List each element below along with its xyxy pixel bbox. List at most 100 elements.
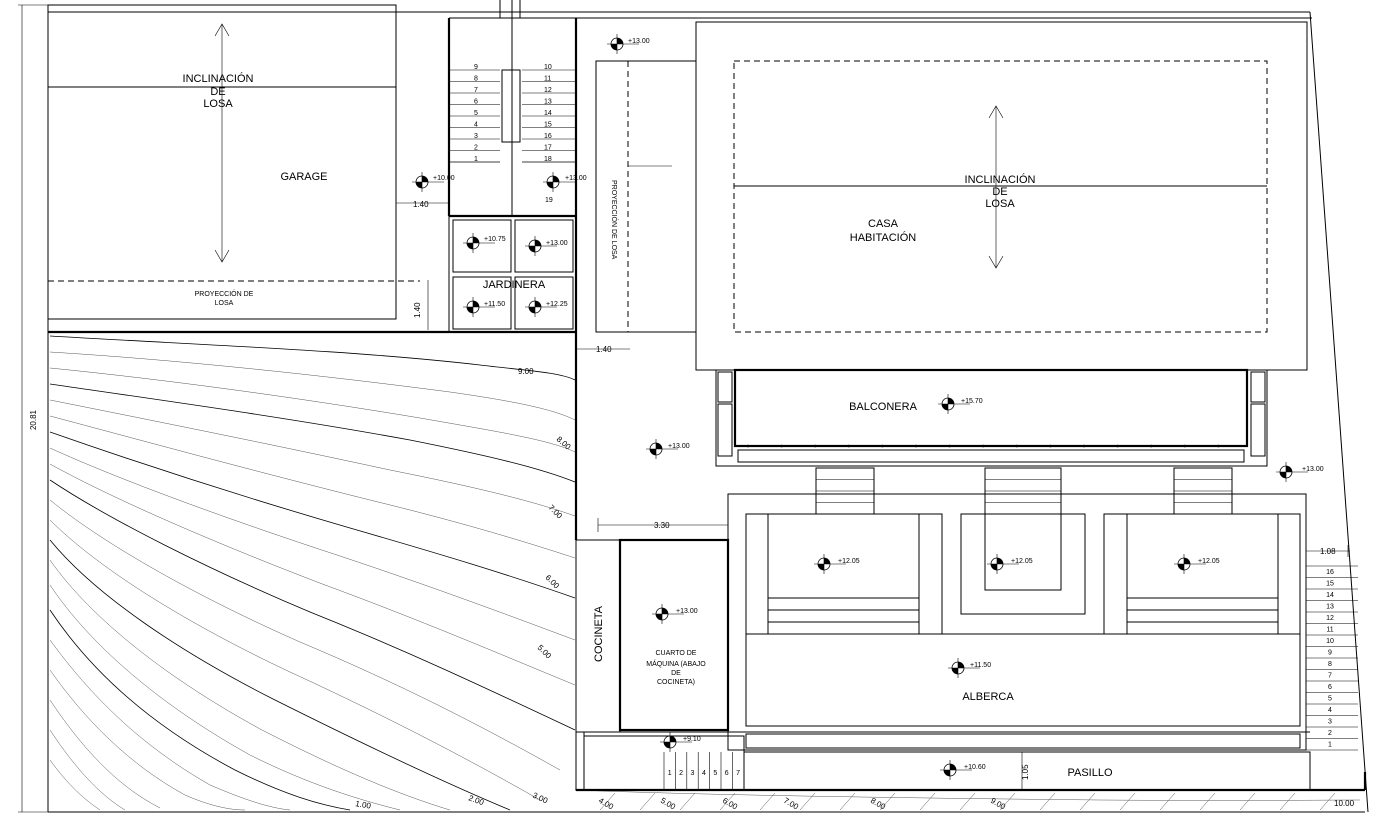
level-label: +11.50	[484, 301, 505, 308]
planter-label: JARDINERA	[483, 279, 546, 291]
garage-slope-label: LOSA	[203, 98, 233, 110]
stair-number: 18	[544, 156, 552, 163]
kitchenette	[575, 538, 1310, 733]
contour-label: 7.00	[782, 796, 800, 812]
contour-label: 4.00	[597, 796, 615, 812]
dimension-label: 1.40	[413, 302, 422, 318]
level-label: +9.10	[683, 736, 701, 743]
contour-label: 9.00	[518, 367, 534, 376]
stair-number: 4	[1328, 707, 1332, 714]
level-label: +13.00	[1302, 466, 1324, 473]
stair-number: 6	[474, 99, 478, 106]
dimension-total: 20.81	[29, 409, 38, 430]
level-label: +15.70	[961, 398, 983, 405]
machine-room-label: CUARTO DE	[656, 650, 697, 657]
balcony	[715, 368, 1268, 467]
house-label: HABITACIÓN	[850, 231, 916, 244]
garage-slope-label: INCLINACIÓN	[183, 72, 254, 85]
stair-number: 15	[1326, 581, 1334, 588]
stair-number: 5	[474, 110, 478, 117]
kitchenette-label: COCINETA	[593, 605, 605, 662]
level-label: +12.05	[1198, 558, 1220, 565]
stair-number: 13	[544, 99, 552, 106]
stair-number: 10	[1326, 638, 1334, 645]
side-stairs	[1305, 565, 1358, 751]
stair-number: 5	[713, 770, 717, 777]
dimension-label: 1.40	[596, 345, 612, 354]
level-label: +13.00	[668, 443, 690, 450]
garage-slope-label: DE	[210, 86, 225, 98]
stair-number: 8	[1328, 661, 1332, 668]
level-label: +10.00	[433, 175, 455, 182]
stair-number: 7	[736, 770, 740, 777]
site-boundary	[18, 4, 1369, 813]
machine-room-label: COCINETA)	[657, 679, 695, 686]
stair-number: 11	[1326, 627, 1333, 634]
contour-label: 7.00	[547, 503, 565, 521]
house-slope-label: DE	[992, 186, 1007, 198]
stair-number: 1	[668, 770, 672, 777]
balcony-label: BALCONERA	[849, 401, 918, 413]
level-label: +13.00	[565, 175, 587, 182]
dimension-label: 3.30	[654, 521, 670, 530]
hallway-label: PASILLO	[1067, 767, 1112, 779]
pool-area	[727, 467, 1307, 751]
level-label: +11.50	[970, 662, 991, 669]
dimension-label: 1.05	[1021, 764, 1030, 780]
stair-number: 13	[1326, 604, 1334, 611]
level-label: +10.75	[484, 236, 506, 243]
house-projection-label: PROYECCIÓN DE LOSA	[610, 180, 619, 260]
level-label: +13.00	[546, 240, 568, 247]
garage-projection-label: PROYECCIÓN DE	[195, 289, 254, 298]
stair-number: 2	[1328, 730, 1332, 737]
garage-projection-label: LOSA	[215, 300, 234, 307]
stair-number: 15	[544, 122, 552, 129]
level-label: +12.05	[1011, 558, 1033, 565]
pool-label: ALBERCA	[962, 691, 1014, 703]
stair-number: 3	[1328, 719, 1332, 726]
stair-number: 7	[474, 87, 478, 94]
level-label: +12.25	[546, 301, 568, 308]
stair-number: 1	[474, 156, 478, 163]
dimension-label: 1.40	[413, 200, 429, 209]
stair-number: 17	[544, 145, 552, 152]
stair-number: 4	[474, 122, 478, 129]
contour-label: 8.00	[555, 435, 573, 452]
stair-number: 7	[1328, 673, 1332, 680]
stair-number: 9	[474, 64, 478, 71]
contour-label: 2.00	[467, 793, 485, 807]
stair-number: 2	[474, 145, 478, 152]
stair-number: 12	[1326, 615, 1334, 622]
stair-number: 1	[1328, 742, 1332, 749]
contour-label: 5.00	[536, 643, 554, 661]
house-slope-label: LOSA	[985, 198, 1015, 210]
main-stairs	[447, 0, 578, 218]
stair-number: 3	[691, 770, 695, 777]
machine-room-label: MÁQUINA (ABAJO	[646, 659, 706, 668]
planter	[448, 215, 577, 333]
contour-label: 6.00	[721, 796, 739, 812]
contour-label: 3.00	[531, 791, 549, 806]
machine-room-label: DE	[671, 670, 681, 677]
contour-label: 1.00	[355, 799, 372, 811]
garage-label: GARAGE	[280, 171, 327, 183]
stair-number: 3	[474, 133, 478, 140]
stair-number: 14	[1326, 592, 1334, 599]
stair-number: 2	[679, 770, 683, 777]
stair-number: 14	[544, 110, 552, 117]
stair-number: 16	[544, 133, 552, 140]
dimension-lines	[396, 202, 1350, 790]
house-label: CASA	[868, 218, 899, 230]
stair-number: 8	[474, 76, 478, 83]
level-label: +13.00	[628, 38, 650, 45]
hallway	[575, 731, 1367, 792]
stair-number: 10	[544, 64, 552, 71]
stair-number: 4	[702, 770, 706, 777]
stair-number: 11	[544, 76, 551, 83]
contour-label: 10.00	[1334, 799, 1355, 808]
level-label: +12.05	[838, 558, 860, 565]
stair-number: 12	[544, 87, 552, 94]
terrain-contours	[49, 335, 1361, 811]
stair-number: 9	[1328, 650, 1332, 657]
